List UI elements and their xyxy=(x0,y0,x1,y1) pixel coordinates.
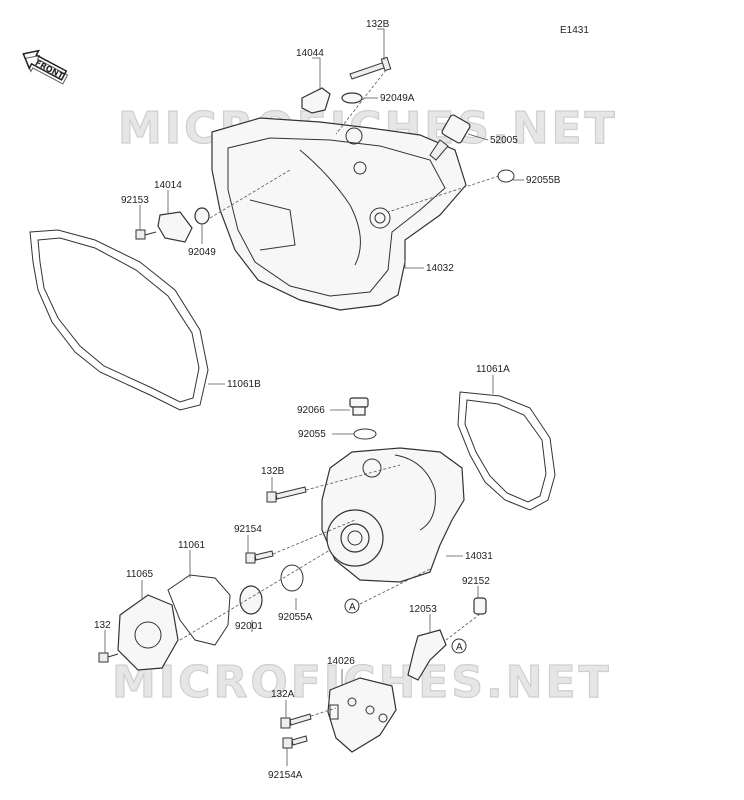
bolt-132b-top xyxy=(349,56,392,80)
bracket-14044 xyxy=(301,87,331,114)
cap-92001 xyxy=(239,585,263,615)
watermark-bottom: MICROFICHES.NET xyxy=(112,657,612,708)
label-14031: 14031 xyxy=(465,551,493,562)
label-11061a: 11061A xyxy=(476,364,510,375)
label-14026: 14026 xyxy=(327,656,355,667)
label-14014: 14014 xyxy=(154,180,182,191)
ref-a-label-left: A xyxy=(349,602,356,613)
label-132b-mid: 132B xyxy=(261,466,285,477)
label-14032: 14032 xyxy=(426,263,454,274)
o-ring-92055b xyxy=(497,169,515,183)
seal-92049 xyxy=(194,207,210,225)
bolt-92153 xyxy=(135,229,157,240)
ref-a-label-right: A xyxy=(456,642,463,653)
crankcase-cover-14032 xyxy=(211,117,467,311)
label-12053: 12053 xyxy=(409,604,437,615)
diagram-code: E1431 xyxy=(560,25,589,36)
o-ring-92055a xyxy=(280,564,304,592)
front-arrow-icon: FRONT xyxy=(22,49,69,85)
bolt-92154a xyxy=(282,735,308,749)
label-92055a: 92055A xyxy=(278,612,313,623)
bracket-12053 xyxy=(407,629,447,681)
o-ring-92055 xyxy=(353,428,377,440)
label-92049a: 92049A xyxy=(380,93,415,104)
label-132: 132 xyxy=(94,620,111,631)
dipstick-52005 xyxy=(429,114,471,161)
gasket-11061a xyxy=(457,391,556,511)
label-11061b: 11061B xyxy=(227,379,261,390)
label-92066: 92066 xyxy=(297,405,325,416)
label-92154a: 92154A xyxy=(268,770,303,781)
label-132a: 132A xyxy=(271,689,295,700)
bolt-92154 xyxy=(245,550,274,564)
plate-14014 xyxy=(157,211,193,243)
dowel-92152 xyxy=(473,597,487,615)
seal-92049a xyxy=(341,92,363,104)
label-92049: 92049 xyxy=(188,247,216,258)
label-52005: 52005 xyxy=(490,135,518,146)
gasket-11061 xyxy=(167,574,231,646)
gasket-11061b xyxy=(29,229,209,411)
cover-11065 xyxy=(117,594,179,671)
label-92055b: 92055B xyxy=(526,175,561,186)
bolt-132b-mid xyxy=(266,486,307,503)
reference-a-left: A xyxy=(344,598,360,614)
label-92152: 92152 xyxy=(462,576,490,587)
label-92154: 92154 xyxy=(234,524,262,535)
label-92001: 92001 xyxy=(235,621,263,632)
cover-14031 xyxy=(321,447,465,583)
plug-92066 xyxy=(349,397,369,416)
leader-lines xyxy=(104,28,524,766)
guide-14026 xyxy=(327,677,397,753)
label-92153: 92153 xyxy=(121,195,149,206)
label-92055: 92055 xyxy=(298,429,326,440)
label-11065: 11065 xyxy=(126,569,154,580)
bolt-132a xyxy=(280,713,312,729)
label-132b-top: 132B xyxy=(366,19,390,30)
reference-a-right: A xyxy=(451,638,467,654)
bolt-132 xyxy=(98,652,119,663)
label-11061: 11061 xyxy=(178,540,206,551)
label-14044: 14044 xyxy=(296,48,324,59)
